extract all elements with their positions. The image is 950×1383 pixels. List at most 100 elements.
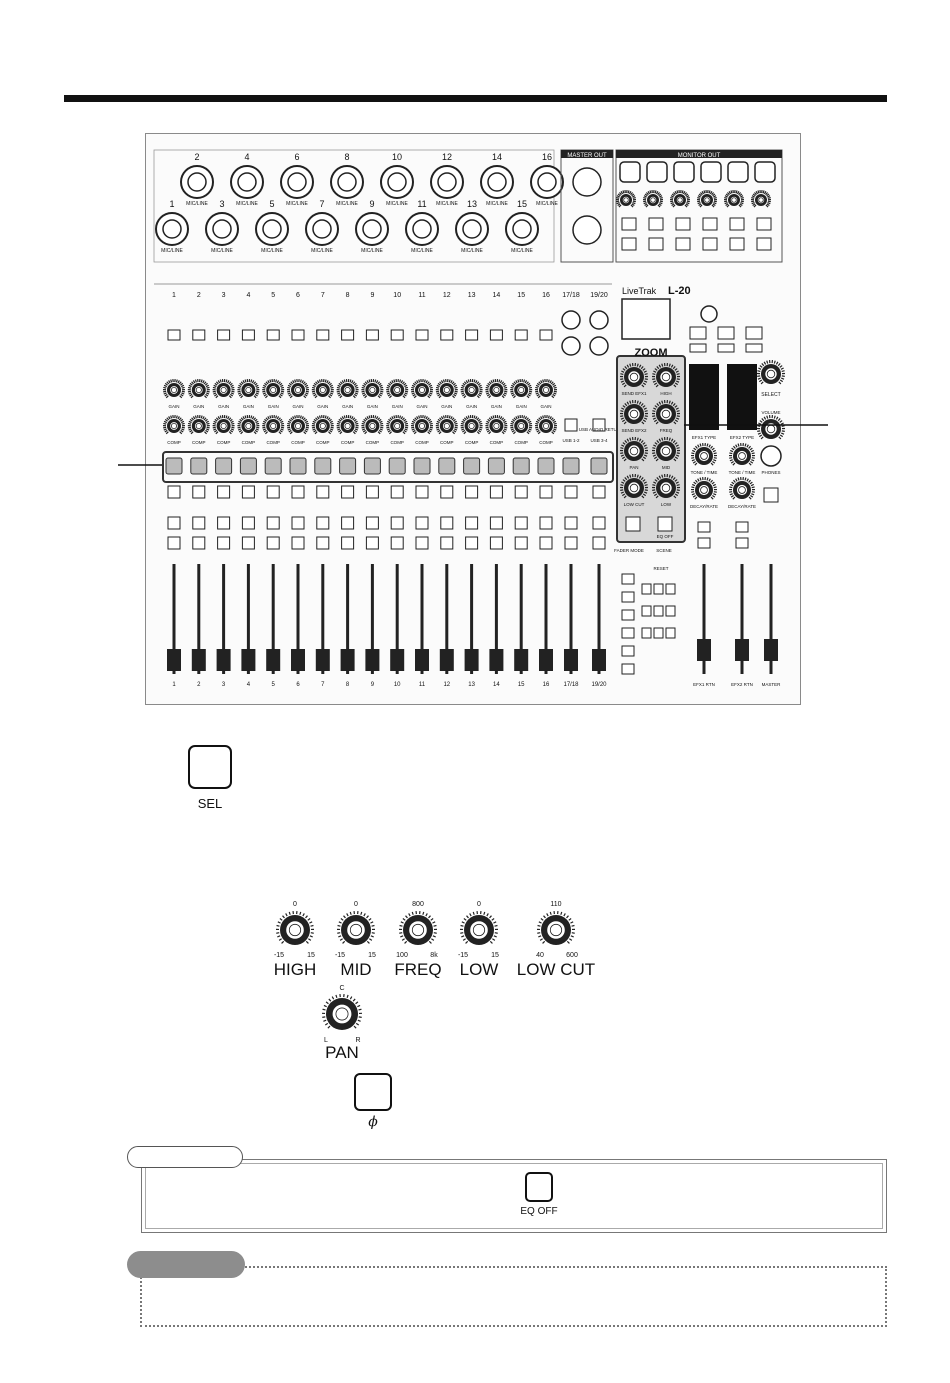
knob-tick xyxy=(712,449,716,453)
knob-tick xyxy=(654,479,658,482)
knob-tick xyxy=(616,200,620,203)
knob-tick xyxy=(515,380,518,384)
knob-tick xyxy=(510,390,514,393)
knob-tick xyxy=(364,395,368,399)
knob-tick xyxy=(623,421,627,425)
channel-sel-button xyxy=(413,457,431,475)
knob-tick xyxy=(537,431,541,435)
knob-tick xyxy=(343,415,346,419)
knob-tick xyxy=(486,384,490,388)
sel-button[interactable] xyxy=(188,745,232,789)
knob-tick xyxy=(228,417,232,421)
knob-tick xyxy=(287,422,291,425)
knob-tick xyxy=(674,442,678,445)
micline-label: MIC/LINE xyxy=(336,201,358,207)
knob-center xyxy=(661,409,671,419)
eq-off-button[interactable] xyxy=(525,1172,553,1202)
knob-tick xyxy=(205,420,209,424)
knob-tick xyxy=(411,392,415,395)
knob-tick xyxy=(330,390,334,393)
knob-tick xyxy=(658,438,662,442)
knob-tick xyxy=(726,204,730,208)
phase-button-small xyxy=(625,516,641,532)
knob-tick xyxy=(535,422,539,425)
knob-tick xyxy=(621,382,626,386)
channel-number: 7 xyxy=(321,292,325,299)
monitor-knob xyxy=(723,189,745,208)
knob-center xyxy=(700,452,708,460)
knob-tick xyxy=(329,429,333,433)
knob-tick xyxy=(378,418,382,422)
knob-tick xyxy=(403,393,407,397)
channel-sel-button xyxy=(590,457,608,475)
knob-tick xyxy=(708,190,711,194)
knob-tick xyxy=(454,428,458,431)
knob-tick xyxy=(462,382,466,386)
knob-tick xyxy=(214,429,218,433)
knob-tick xyxy=(767,200,771,203)
knob-tick xyxy=(366,380,370,384)
knob-tick xyxy=(473,379,476,383)
knob-tick xyxy=(691,491,695,493)
knob-tick xyxy=(302,381,306,385)
gain-label: GAIN xyxy=(168,404,179,409)
phase-button[interactable] xyxy=(354,1073,392,1111)
knob-tick xyxy=(253,417,257,421)
knob-tick xyxy=(278,381,281,385)
eq-knob-label: PAN xyxy=(630,465,639,470)
knob-tick xyxy=(355,426,359,429)
knob-tick xyxy=(751,457,755,459)
knob-tick xyxy=(748,479,751,483)
knob-tick xyxy=(726,192,730,196)
knob-tick xyxy=(739,193,743,197)
rec-play-button xyxy=(440,485,454,499)
input-number-top: 8 xyxy=(344,152,349,162)
knob-tick xyxy=(644,193,648,197)
knob-tick xyxy=(485,426,489,429)
knob-tick xyxy=(389,381,393,385)
knob-tick xyxy=(337,924,341,927)
knob-tick xyxy=(699,477,702,481)
knob-tick xyxy=(502,429,506,433)
knob-tick xyxy=(668,437,671,441)
knob-tick xyxy=(686,195,690,198)
knob-center xyxy=(220,386,227,394)
knob-tick xyxy=(380,426,384,429)
hi-z-button xyxy=(415,329,429,341)
knob-tick xyxy=(728,190,732,195)
knob-tick xyxy=(349,415,352,419)
eq-knob xyxy=(651,474,681,499)
knob-tick xyxy=(713,457,717,459)
knob-tick xyxy=(399,379,402,383)
knob-tick xyxy=(735,478,738,482)
knob-tick xyxy=(536,429,540,433)
knob-tick xyxy=(513,381,517,385)
knob-tick xyxy=(370,921,374,924)
usb-3-4-label: USB 3-4 xyxy=(590,438,608,443)
knob-tick xyxy=(686,202,690,205)
jack-inner xyxy=(337,172,357,192)
scene-button xyxy=(665,583,676,595)
knob-tick xyxy=(312,384,316,388)
knob-tick xyxy=(228,395,232,399)
knob-tick xyxy=(166,381,170,385)
knob-tick xyxy=(204,395,208,399)
knob-tick xyxy=(375,380,379,384)
eq-knob-high xyxy=(275,911,315,945)
knob-tick xyxy=(323,1019,327,1022)
knob-tick xyxy=(330,426,334,429)
fader-knob xyxy=(564,649,578,671)
knob-tick xyxy=(697,200,701,203)
solo-button xyxy=(291,536,305,550)
comp-label: COMP xyxy=(316,440,330,445)
knob-tick xyxy=(429,428,433,431)
knob-tick xyxy=(478,392,483,395)
knob-tick xyxy=(621,407,625,410)
scene-button xyxy=(653,583,664,595)
knob-tick xyxy=(439,417,442,421)
knob-tick xyxy=(750,449,754,453)
knob-tick xyxy=(366,416,370,420)
knob-tick xyxy=(713,491,717,493)
knob-tick xyxy=(188,384,192,388)
knob-center xyxy=(245,422,252,430)
